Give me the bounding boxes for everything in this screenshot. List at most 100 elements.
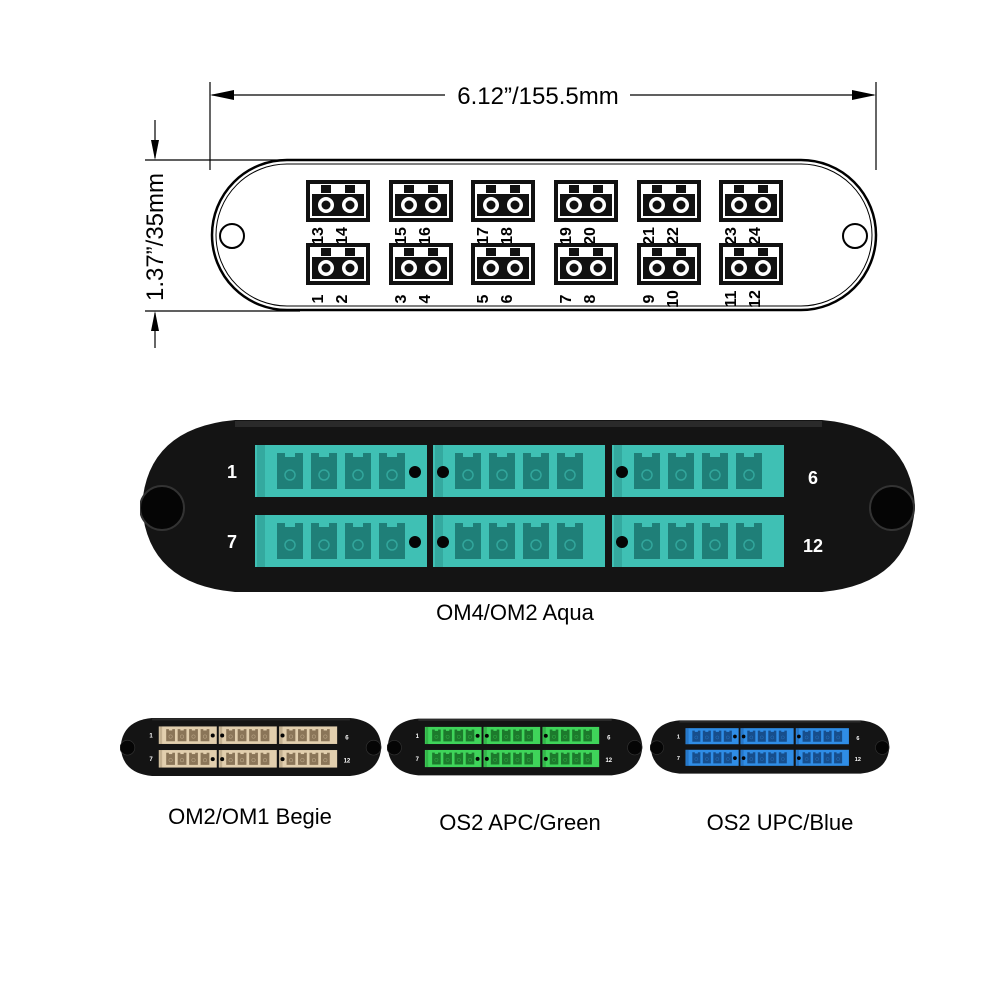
lc-port[interactable] <box>549 729 559 742</box>
lc-port[interactable] <box>723 752 732 764</box>
lc-port[interactable] <box>802 730 811 742</box>
thumbscrew-right[interactable] <box>365 739 382 756</box>
lc-port[interactable] <box>736 453 762 489</box>
thumbscrew-right[interactable] <box>875 740 890 755</box>
lc-port[interactable] <box>713 752 722 764</box>
thumbscrew-left[interactable] <box>140 485 185 531</box>
thumbscrew-right[interactable] <box>869 485 915 531</box>
lc-port[interactable] <box>723 730 732 742</box>
lc-port[interactable] <box>237 752 247 765</box>
lc-port[interactable] <box>823 752 832 764</box>
lc-port[interactable] <box>345 523 371 559</box>
lc-port[interactable] <box>345 453 371 489</box>
lc-port[interactable] <box>823 730 832 742</box>
lc-port[interactable] <box>379 523 405 559</box>
lc-port[interactable] <box>465 752 475 765</box>
lc-port[interactable] <box>523 523 549 559</box>
lc-port[interactable] <box>189 729 198 742</box>
lc-port[interactable] <box>490 729 500 742</box>
lc-port[interactable] <box>747 730 756 742</box>
lc-port[interactable] <box>200 752 210 765</box>
lc-port[interactable] <box>560 752 570 765</box>
lc-port[interactable] <box>260 752 270 765</box>
lc-port[interactable] <box>778 730 787 742</box>
lc-port[interactable] <box>583 729 592 742</box>
lc-port[interactable] <box>320 752 330 765</box>
lc-port[interactable] <box>277 453 303 489</box>
lc-port[interactable] <box>166 752 175 765</box>
lc-port[interactable] <box>320 729 330 742</box>
lc-port[interactable] <box>702 453 728 489</box>
lc-port[interactable] <box>311 453 337 489</box>
lc-port[interactable] <box>501 729 511 742</box>
lc-port[interactable] <box>549 752 559 765</box>
lc-port[interactable] <box>813 752 822 764</box>
lc-port[interactable] <box>802 752 811 764</box>
lc-port[interactable] <box>177 729 187 742</box>
lc-port[interactable] <box>286 729 296 742</box>
lc-port[interactable] <box>200 729 210 742</box>
lc-port[interactable] <box>524 729 533 742</box>
lc-port[interactable] <box>309 729 319 742</box>
lc-port[interactable] <box>557 523 583 559</box>
lc-port[interactable] <box>813 730 822 742</box>
lc-port[interactable] <box>465 729 475 742</box>
lc-port[interactable] <box>778 752 787 764</box>
lc-port[interactable] <box>311 523 337 559</box>
lc-port[interactable] <box>379 453 405 489</box>
lc-port[interactable] <box>736 523 762 559</box>
lc-port[interactable] <box>489 523 515 559</box>
lc-port[interactable] <box>249 729 258 742</box>
lc-port[interactable] <box>692 730 701 742</box>
lc-port[interactable] <box>583 752 592 765</box>
thumbscrew-right[interactable] <box>627 740 643 756</box>
lc-port[interactable] <box>768 752 777 764</box>
lc-port[interactable] <box>572 752 581 765</box>
lc-port[interactable] <box>226 729 235 742</box>
lc-port[interactable] <box>177 752 187 765</box>
lc-port[interactable] <box>702 730 711 742</box>
thumbscrew-left[interactable] <box>650 740 664 755</box>
lc-port[interactable] <box>702 523 728 559</box>
lc-port[interactable] <box>189 752 198 765</box>
lc-port[interactable] <box>768 730 777 742</box>
lc-port[interactable] <box>432 752 441 765</box>
lc-port[interactable] <box>490 752 500 765</box>
lc-port[interactable] <box>455 523 481 559</box>
lc-port[interactable] <box>513 752 522 765</box>
lc-port[interactable] <box>557 453 583 489</box>
lc-port[interactable] <box>432 729 441 742</box>
lc-port[interactable] <box>443 729 452 742</box>
lc-port[interactable] <box>702 752 711 764</box>
thumbscrew-left[interactable] <box>120 739 136 756</box>
lc-port[interactable] <box>523 453 549 489</box>
lc-port[interactable] <box>298 752 307 765</box>
lc-port[interactable] <box>309 752 319 765</box>
lc-port[interactable] <box>757 730 766 742</box>
lc-port[interactable] <box>286 752 296 765</box>
lc-port[interactable] <box>692 752 701 764</box>
lc-port[interactable] <box>443 752 452 765</box>
lc-port[interactable] <box>668 453 694 489</box>
lc-port[interactable] <box>757 752 766 764</box>
lc-port[interactable] <box>634 453 660 489</box>
lc-port[interactable] <box>524 752 533 765</box>
lc-port[interactable] <box>834 752 843 764</box>
lc-port[interactable] <box>634 523 660 559</box>
lc-port[interactable] <box>249 752 258 765</box>
lc-port[interactable] <box>713 730 722 742</box>
lc-port[interactable] <box>668 523 694 559</box>
lc-port[interactable] <box>226 752 235 765</box>
thumbscrew-left[interactable] <box>387 740 402 756</box>
lc-port[interactable] <box>454 752 464 765</box>
lc-port[interactable] <box>260 729 270 742</box>
lc-port[interactable] <box>489 453 515 489</box>
lc-port[interactable] <box>237 729 247 742</box>
lc-port[interactable] <box>454 729 464 742</box>
lc-port[interactable] <box>277 523 303 559</box>
lc-port[interactable] <box>560 729 570 742</box>
lc-port[interactable] <box>166 729 175 742</box>
lc-port[interactable] <box>513 729 522 742</box>
lc-port[interactable] <box>572 729 581 742</box>
lc-port[interactable] <box>298 729 307 742</box>
